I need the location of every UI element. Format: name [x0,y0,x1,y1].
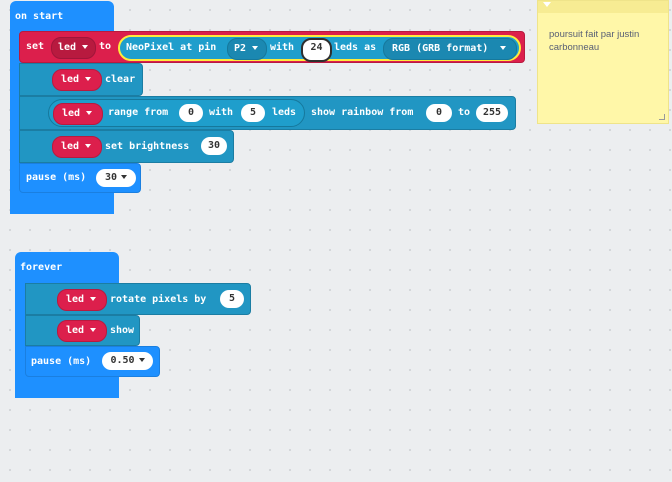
range-with-label: with [209,107,234,118]
range-count-input[interactable]: 5 [241,104,265,122]
chevron-down-icon [85,144,92,148]
pin-dropdown[interactable]: P2 [227,38,267,60]
chevron-down-icon [138,358,145,362]
clear-label: clear [105,74,136,85]
chevron-down-icon [500,46,507,50]
brightness-variable-dropdown[interactable]: led [52,136,102,158]
brightness-input[interactable]: 30 [201,137,227,155]
set-label: set [26,41,45,52]
range-leds-label: leds [272,107,297,118]
hue-to-input[interactable]: 255 [476,104,508,122]
set-brightness-label: set brightness [105,141,190,152]
comment-header[interactable] [538,1,668,13]
hue-from-input[interactable]: 0 [426,104,452,122]
rotate-variable-value: led [66,294,85,305]
hue-to-label: to [458,107,471,118]
pause-value-forever: 0.50 [110,355,135,366]
brightness-variable-value: led [61,141,80,152]
range-from-input[interactable]: 0 [179,104,203,122]
range-from-label: range from [108,107,169,118]
show-rainbow-label: show rainbow from [311,107,414,118]
chevron-down-icon [121,175,128,179]
chevron-down-icon [252,46,259,50]
chevron-down-icon [85,77,92,81]
chevron-down-icon [82,45,89,49]
clear-variable-value: led [61,74,80,85]
led-count-input[interactable]: 24 [301,38,332,62]
set-variable-dropdown[interactable]: led [51,37,96,59]
pin-value: P2 [234,43,247,54]
rotate-variable-dropdown[interactable]: led [57,289,107,311]
pause-dropdown-start[interactable]: 30 [96,169,136,187]
rainbow-variable-value: led [62,108,81,119]
chevron-down-icon [86,111,93,115]
chevron-down-icon [90,328,97,332]
rotate-label: rotate pixels by [110,294,207,305]
comment-collapse-icon[interactable] [543,2,551,7]
to-label: to [99,41,112,52]
mode-dropdown[interactable]: RGB (GRB format) [383,38,517,60]
comment-text[interactable]: poursuit fait par justin carbonneau [549,29,640,53]
neopixel-label: NeoPixel at pin [126,42,217,53]
resize-handle-icon[interactable] [659,114,665,120]
show-variable-value: led [66,325,85,336]
rotate-input[interactable]: 5 [220,290,244,308]
show-variable-dropdown[interactable]: led [57,320,107,342]
pause-value-start: 30 [104,172,118,183]
mode-value: RGB (GRB format) [392,43,489,54]
chevron-down-icon [90,297,97,301]
leds-as-label: leds as [334,42,377,53]
pause-label-start: pause (ms) [26,172,87,183]
with-label: with [270,42,295,53]
pause-dropdown-forever[interactable]: 0.50 [102,352,153,370]
rainbow-variable-dropdown[interactable]: led [53,103,103,125]
set-variable-value: led [58,42,77,53]
clear-variable-dropdown[interactable]: led [52,69,102,91]
forever-label: forever [20,262,63,273]
comment-box[interactable]: poursuit fait par justin carbonneau [537,0,669,124]
pause-label-forever: pause (ms) [31,356,92,367]
on-start-label: on start [15,11,64,22]
show-label: show [110,325,135,336]
